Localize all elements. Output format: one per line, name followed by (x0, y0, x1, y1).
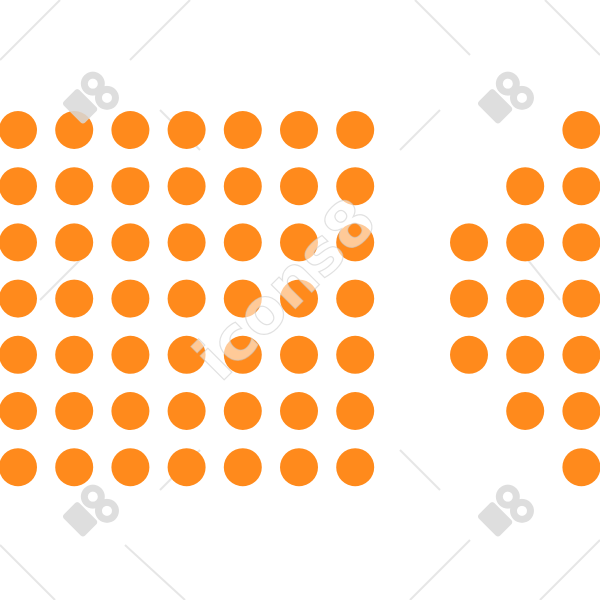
dot (280, 223, 318, 262)
dot (562, 279, 600, 318)
dot (167, 335, 206, 374)
watermark-line (539, 539, 600, 600)
watermark-line (544, 0, 600, 56)
watermark-logo-part (62, 89, 98, 124)
dot (167, 279, 206, 318)
dot (167, 111, 206, 149)
dot (167, 167, 206, 206)
dot (0, 223, 37, 262)
watermark-logo-part (516, 92, 527, 103)
dot (506, 167, 545, 206)
dot (336, 111, 375, 149)
dot (0, 392, 37, 430)
dot (562, 392, 600, 430)
watermark-logo-part (502, 491, 513, 502)
dot (0, 279, 37, 318)
dot (55, 167, 94, 206)
watermark-logo-icon (477, 484, 534, 537)
dot (111, 335, 150, 374)
watermark-line (399, 109, 441, 151)
dot (223, 335, 262, 374)
dot (506, 392, 545, 430)
watermark-logos (62, 71, 534, 537)
watermark-logo-part (477, 89, 513, 124)
dot (111, 392, 150, 430)
dot (450, 223, 488, 262)
dot (280, 279, 318, 318)
dot (450, 279, 488, 318)
watermark-line (399, 449, 441, 491)
dot (506, 223, 545, 262)
dot (223, 392, 262, 430)
dot (0, 448, 37, 487)
dot (223, 448, 262, 487)
watermark-line (414, 0, 471, 56)
dot (450, 335, 488, 374)
watermark-line (124, 544, 186, 600)
dot (223, 167, 262, 206)
dot (223, 279, 262, 318)
dot (0, 335, 37, 374)
dot (562, 167, 600, 206)
dot (223, 223, 262, 262)
dot (167, 392, 206, 430)
watermark-logo-part (477, 502, 513, 537)
dot (111, 111, 150, 149)
dot (562, 335, 600, 374)
dot (336, 223, 375, 262)
watermark-logo-icon (62, 71, 119, 124)
watermark-logo-part (101, 92, 112, 103)
dot (336, 392, 375, 430)
dot (506, 335, 545, 374)
dot (562, 223, 600, 262)
watermark-line (0, 0, 61, 61)
dot (336, 167, 375, 206)
dot (111, 223, 150, 262)
watermark-line (129, 0, 191, 61)
dot (223, 111, 262, 149)
main-dot-grid (0, 111, 375, 487)
dot (280, 111, 318, 149)
dot (0, 167, 37, 206)
dot (336, 448, 375, 487)
watermark-line (0, 544, 56, 600)
dot (55, 448, 94, 487)
dot (55, 335, 94, 374)
dot (111, 279, 150, 318)
dot (111, 448, 150, 487)
dot (280, 392, 318, 430)
watermark-logo-part (62, 502, 98, 537)
dot (562, 448, 600, 487)
dot (0, 111, 37, 149)
watermark-logo-part (101, 505, 112, 516)
dot (336, 279, 375, 318)
dot (280, 167, 318, 206)
dot (167, 223, 206, 262)
dot (55, 223, 94, 262)
dot (111, 167, 150, 206)
watermark-logo-icon (477, 71, 534, 124)
dot (55, 392, 94, 430)
dot (562, 111, 600, 149)
watermark-logo-part (502, 78, 513, 89)
dot (55, 279, 94, 318)
dot (280, 448, 318, 487)
dot (506, 279, 545, 318)
watermark-logo-part (87, 78, 98, 89)
watermark-logo-icon (62, 484, 119, 537)
side-dot-pattern (450, 111, 600, 487)
dot (336, 335, 375, 374)
dot (167, 448, 206, 487)
watermark-logo-part (516, 505, 527, 516)
watermark-logo-part (87, 491, 98, 502)
watermark-line (409, 539, 471, 600)
dot (280, 335, 318, 374)
